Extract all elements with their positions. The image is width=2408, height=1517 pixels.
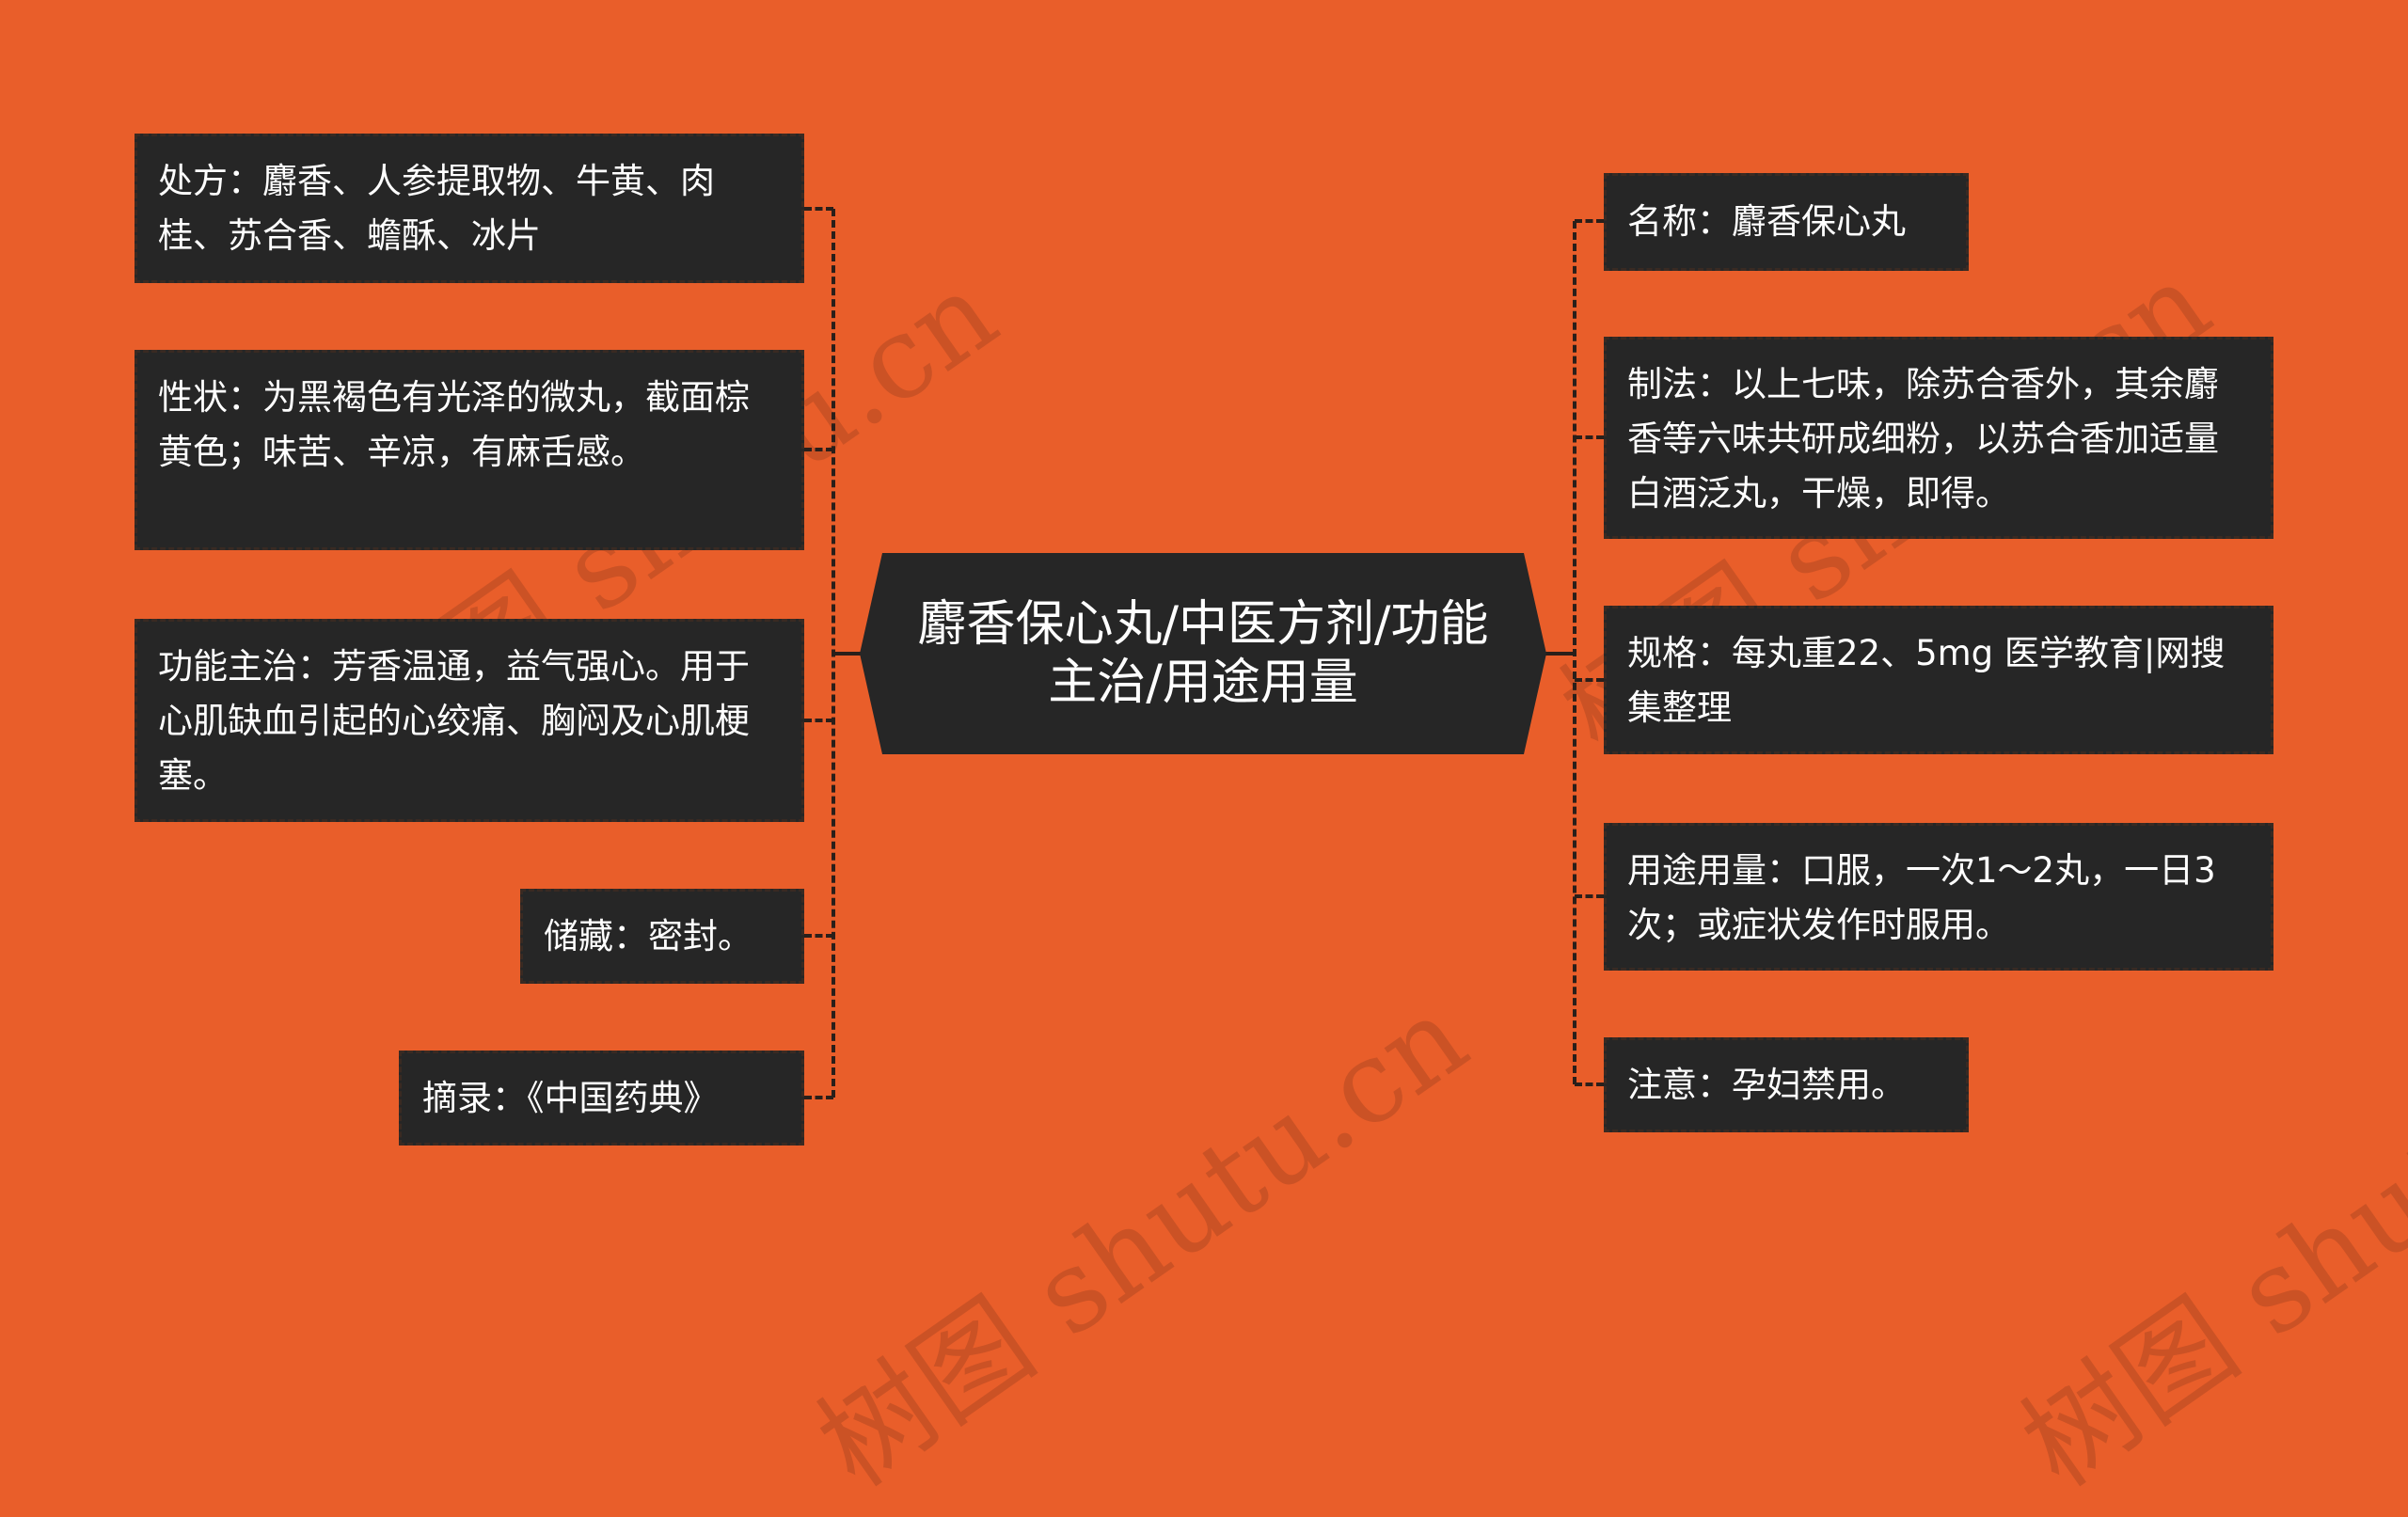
connector-left-4 xyxy=(804,934,833,938)
node-label: 处方：麝香、人参提取物、牛黄、肉桂、苏合香、蟾酥、冰片 xyxy=(158,161,715,256)
node-label: 摘录：《中国药典》 xyxy=(422,1077,719,1118)
root-topic-node[interactable]: 麝香保心丸/中医方剂/功能主治/用途用量 xyxy=(860,553,1546,754)
node-label: 制法：以上七味，除苏合香外，其余麝香等六味共研成细粉，以苏合香加适量白酒泛丸，干… xyxy=(1627,364,2219,514)
root-topic-label: 麝香保心丸/中医方剂/功能主治/用途用量 xyxy=(917,596,1489,711)
connector-root-left xyxy=(833,652,862,656)
connector-right-4 xyxy=(1575,894,1604,898)
connector-right-5 xyxy=(1575,1082,1604,1086)
node-storage[interactable]: 储藏：密封。 xyxy=(520,889,804,984)
node-properties[interactable]: 性状：为黑褐色有光泽的微丸，截面棕黄色；味苦、辛凉，有麻舌感。 xyxy=(135,350,804,550)
watermark: 树图 shutu.cn xyxy=(796,972,1490,1512)
connector-right-1 xyxy=(1575,219,1604,223)
node-preparation[interactable]: 制法：以上七味，除苏合香外，其余麝香等六味共研成细粉，以苏合香加适量白酒泛丸，干… xyxy=(1604,337,2273,539)
node-label: 功能主治：芳香温通，益气强心。用于心肌缺血引起的心绞痛、胸闷及心肌梗塞。 xyxy=(158,646,750,796)
connector-left-1 xyxy=(804,207,833,211)
connector-right-3 xyxy=(1575,678,1604,682)
watermark: 树图 shutu.cn xyxy=(2000,972,2408,1512)
connector-right-2 xyxy=(1575,435,1604,439)
node-specification[interactable]: 规格：每丸重22、5mg 医学教育|网搜集整理 xyxy=(1604,606,2273,754)
node-prescription[interactable]: 处方：麝香、人参提取物、牛黄、肉桂、苏合香、蟾酥、冰片 xyxy=(135,134,804,283)
connector-left-2 xyxy=(804,448,833,451)
node-label: 用途用量：口服，一次1～2丸，一日3次；或症状发作时服用。 xyxy=(1627,850,2216,945)
node-label: 名称：麝香保心丸 xyxy=(1627,201,1906,242)
node-indications[interactable]: 功能主治：芳香温通，益气强心。用于心肌缺血引起的心绞痛、胸闷及心肌梗塞。 xyxy=(135,619,804,822)
mind-map-canvas: 树图 shutu.cn 树图 shutu.cn 树图 shutu.cn 树图 s… xyxy=(135,134,2408,1512)
connector-root-right xyxy=(1545,652,1575,656)
node-name[interactable]: 名称：麝香保心丸 xyxy=(1604,173,1969,271)
node-usage-dosage[interactable]: 用途用量：口服，一次1～2丸，一日3次；或症状发作时服用。 xyxy=(1604,823,2273,971)
node-caution[interactable]: 注意：孕妇禁用。 xyxy=(1604,1037,1969,1132)
node-label: 规格：每丸重22、5mg 医学教育|网搜集整理 xyxy=(1627,633,2226,728)
node-label: 储藏：密封。 xyxy=(544,915,752,956)
node-label: 注意：孕妇禁用。 xyxy=(1627,1064,1906,1105)
node-source[interactable]: 摘录：《中国药典》 xyxy=(399,1051,804,1146)
right-trunk-connector xyxy=(1573,221,1576,1084)
connector-left-5 xyxy=(804,1096,833,1099)
node-label: 性状：为黑褐色有光泽的微丸，截面棕黄色；味苦、辛凉，有麻舌感。 xyxy=(158,377,750,472)
connector-left-3 xyxy=(804,719,833,722)
